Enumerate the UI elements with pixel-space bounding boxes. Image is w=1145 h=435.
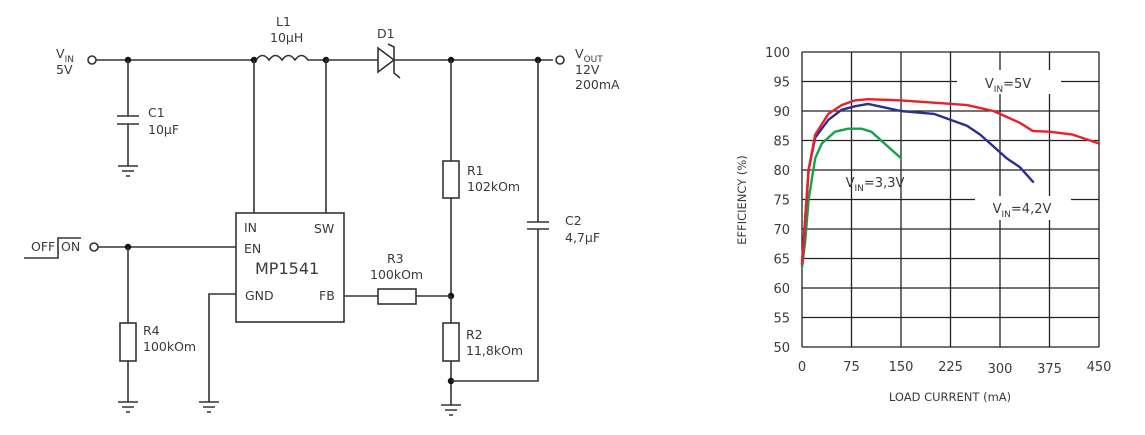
vin-terminal <box>87 55 97 65</box>
inductor-l1 <box>255 54 326 62</box>
r3-value: 100kOm <box>370 267 423 282</box>
y-tick-label: 65 <box>773 253 790 268</box>
y-tick-label: 100 <box>765 46 790 61</box>
capacitor-c1 <box>117 115 139 125</box>
d1-ref: D1 <box>377 26 395 41</box>
vout-current: 200mA <box>575 77 620 92</box>
x-axis-title: LOAD CURRENT (mA) <box>889 390 1011 404</box>
vout-value: 12V <box>575 62 600 77</box>
y-tick-label: 70 <box>773 223 790 238</box>
y-tick-label: 80 <box>773 164 790 179</box>
ground-icon <box>441 404 461 416</box>
x-tick-labels: 0 75 150 225 300 375 450 <box>798 360 1112 377</box>
c1-value: 10µF <box>148 122 179 137</box>
resistor-r4 <box>119 322 137 362</box>
l1-ref: L1 <box>276 14 291 29</box>
vin-value: 5V <box>56 62 73 77</box>
ground-icon <box>118 401 138 413</box>
y-tick-label: 95 <box>773 76 790 91</box>
r1-value: 102kOm <box>467 179 520 194</box>
r4-value: 100kOm <box>143 339 196 354</box>
pin-in: IN <box>244 220 257 235</box>
c1-ref: C1 <box>148 105 165 120</box>
y-tick-labels: 50 55 60 65 70 75 80 85 90 95 100 <box>765 46 790 356</box>
ground-icon <box>118 165 138 177</box>
wire-ic-gnd <box>208 293 236 402</box>
resistor-r1 <box>442 160 460 199</box>
series-line-vin-4-2v <box>800 102 1035 266</box>
x-tick-label: 225 <box>938 360 963 375</box>
ic-mp1541 <box>235 212 345 323</box>
x-tick-label: 300 <box>988 362 1013 377</box>
y-tick-label: 60 <box>773 282 790 297</box>
x-tick-label: 375 <box>1037 362 1062 377</box>
pin-en: EN <box>244 241 261 256</box>
wire-c2 <box>451 60 539 382</box>
ground-icon <box>199 401 219 413</box>
pin-gnd: GND <box>245 288 274 303</box>
series-label-vin-5v: VIN=5V <box>985 77 1031 95</box>
y-axis-title: EFFICIENCY (%) <box>735 155 749 245</box>
resistor-r3 <box>377 288 417 305</box>
capacitor-c2 <box>527 221 549 230</box>
chart-series <box>800 98 1101 269</box>
y-tick-label: 85 <box>773 135 790 150</box>
pin-sw: SW <box>314 221 334 236</box>
r3-ref: R3 <box>387 251 404 266</box>
r2-ref: R2 <box>466 327 483 342</box>
en-terminal <box>89 242 99 252</box>
svg-text:ON: ON <box>61 239 80 254</box>
pin-fb: FB <box>319 288 335 303</box>
label-mask-5v <box>957 70 1061 94</box>
series-label-vin-3v3: VIN=3,3V <box>846 176 905 194</box>
series-label-vin-4v2: VIN=4,2V <box>993 202 1052 220</box>
series-line-vin-5v <box>800 98 1101 266</box>
schematic: VIN 5V C1 10µF L1 10µH D1 VOU <box>24 14 620 416</box>
c2-value: 4,7µF <box>565 230 600 245</box>
y-tick-label: 55 <box>773 312 790 327</box>
x-tick-label: 150 <box>889 360 914 375</box>
y-tick-label: 75 <box>773 194 790 209</box>
r2-value: 11,8kOm <box>466 343 523 358</box>
x-tick-label: 0 <box>798 360 806 375</box>
diode-d1 <box>377 43 401 79</box>
r1-ref: R1 <box>467 163 484 178</box>
vout-label: VOUT <box>575 46 603 65</box>
c2-ref: C2 <box>565 213 582 228</box>
svg-text:OFF: OFF <box>31 239 55 254</box>
vin-label: VIN <box>56 46 74 65</box>
on-off-switch: OFF ON <box>24 237 81 259</box>
efficiency-chart: 50 55 60 65 70 75 80 85 90 95 100 0 75 150 225 300 375 4… <box>735 46 1111 404</box>
resistor-r2 <box>442 322 460 362</box>
l1-value: 10µH <box>270 30 303 45</box>
label-mask-4v2 <box>975 196 1071 220</box>
y-tick-label: 50 <box>773 341 790 356</box>
x-tick-label: 75 <box>843 360 860 375</box>
series-line-vin-3-3v <box>800 127 903 269</box>
y-tick-label: 90 <box>773 105 790 120</box>
ic-name: MP1541 <box>255 259 319 278</box>
vout-terminal <box>555 55 565 65</box>
x-tick-label: 450 <box>1087 360 1112 375</box>
r4-ref: R4 <box>143 323 160 338</box>
